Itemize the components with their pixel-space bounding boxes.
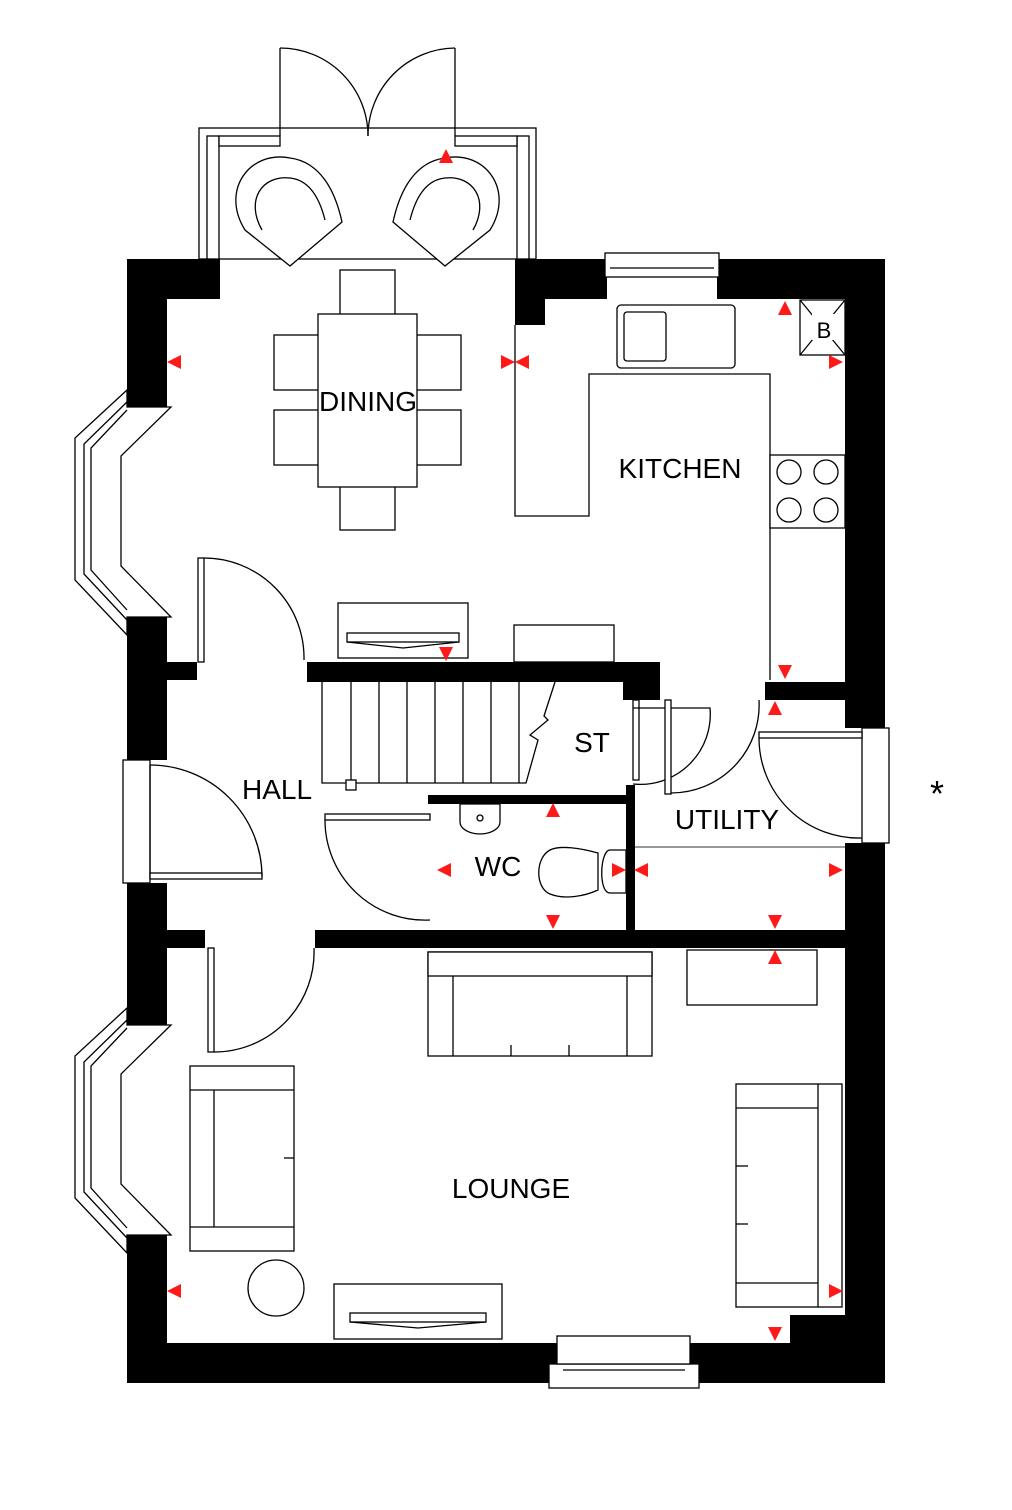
asterisk-note: *: [930, 773, 944, 814]
bay-window-lounge: [74, 1006, 173, 1255]
lounge-furniture: [189, 949, 843, 1340]
bay-window-dining: [74, 388, 173, 637]
socket-marker-icon: [546, 803, 560, 817]
socket-marker-icon: [546, 915, 560, 929]
socket-markers: [167, 149, 843, 1341]
socket-marker-icon: [768, 950, 782, 964]
socket-marker-icon: [829, 355, 843, 369]
socket-marker-icon: [768, 915, 782, 929]
socket-marker-icon: [634, 863, 648, 877]
socket-marker-icon: [778, 301, 792, 315]
room-label-utility: UTILITY: [675, 804, 780, 835]
doors: [122, 557, 890, 1053]
socket-marker-icon: [437, 863, 451, 877]
room-label-lounge: LOUNGE: [452, 1173, 570, 1204]
socket-marker-icon: [768, 701, 782, 715]
boiler-label: B: [817, 318, 832, 343]
socket-marker-icon: [167, 1284, 181, 1298]
room-label-wc: WC: [475, 851, 522, 882]
walls: [127, 259, 885, 1383]
socket-marker-icon: [501, 355, 515, 369]
socket-marker-icon: [515, 355, 529, 369]
dining-table: [273, 269, 462, 531]
socket-marker-icon: [778, 665, 792, 679]
socket-marker-icon: [439, 647, 453, 661]
room-label-dining: DINING: [319, 386, 417, 417]
lounge-window: [548, 1363, 700, 1389]
socket-marker-icon: [768, 1327, 782, 1341]
armchair: [235, 156, 343, 267]
room-label-hall: HALL: [242, 774, 312, 805]
staircase: [321, 681, 556, 791]
socket-marker-icon: [167, 355, 181, 369]
room-label-kitchen: KITCHEN: [619, 453, 742, 484]
kitchen-window: [604, 252, 720, 278]
socket-marker-icon: [829, 863, 843, 877]
socket-marker-icon: [612, 863, 626, 877]
socket-marker-icon: [439, 149, 453, 163]
kitchen-units: [514, 299, 846, 680]
armchair: [392, 156, 500, 267]
room-label-st: ST: [574, 727, 610, 758]
socket-marker-icon: [829, 1284, 843, 1298]
